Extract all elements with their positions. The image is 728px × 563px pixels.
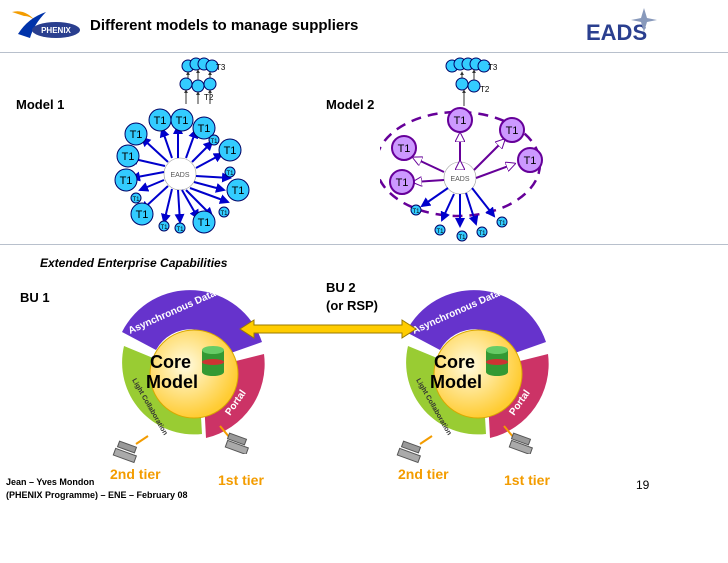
model1-t3-cluster: T3 T2 (179, 57, 226, 104)
section-title: Extended Enterprise Capabilities (40, 256, 228, 270)
bu2-tier1-label: 1st tier (504, 472, 550, 488)
bu2-label-line1: BU 2 (326, 280, 356, 295)
model1-node-label: T1 (120, 175, 133, 187)
model2-spokes-blue (420, 187, 496, 228)
page-number: 19 (636, 478, 650, 492)
model1-hub-label: EADS (170, 172, 189, 179)
bu2-capability-ring: Asynchronous Data Exchange Light Collabo… (406, 270, 549, 438)
bu1-database-icon (202, 346, 224, 376)
model1-node-label: T1 (154, 115, 167, 127)
model2-hub-label: EADS (450, 176, 469, 183)
model2-label: Model 2 (326, 97, 375, 112)
section-divider (0, 244, 728, 245)
model1-t2-label: T2 (204, 93, 214, 102)
model1-t1-nodes: T1 T1 T1 T1 T1 T1 T1 T1 T1 T1 T1 T1 T1 T… (114, 108, 250, 234)
eads-logo-text: EADS (586, 20, 647, 45)
phenix-logo-graphic: PHENIX (12, 11, 80, 38)
model2-t1-nodes: T1 T1 T1 T1 T1 T1 T1 T1 T1 T1 (389, 107, 543, 242)
model2-small-node-label: T1 (412, 209, 420, 215)
model1-small-node-label: T1 (132, 197, 140, 203)
bu1-tier1-machine-icon (219, 425, 250, 454)
model2-node-label: T1 (506, 125, 519, 137)
model1-small-node-label: T1 (160, 225, 168, 231)
bu2-tier2-machine-icon (396, 435, 433, 464)
model1-small-node-label: T1 (176, 227, 184, 233)
bu1-core-line2: Model (146, 372, 198, 392)
model2-node-label: T1 (396, 177, 409, 189)
bu1-tier2-label: 2nd tier (110, 466, 161, 482)
model1-diagram: T3 T2 EADS T1 T1 (114, 57, 250, 234)
model2-diagram: T3 T2 EADS T1 T1 T1 T1 T1 T1 (380, 57, 543, 242)
eads-logo: EADS (582, 6, 722, 52)
bu2-tier1-machine-icon (503, 425, 534, 454)
model2-small-node-label: T1 (478, 231, 486, 237)
bu2-ring-top-segment (406, 290, 546, 354)
page-title: Different models to manage suppliers (90, 17, 359, 34)
model1-t3-label: T3 (216, 63, 226, 72)
bu1-ring-top-segment (122, 290, 262, 354)
bu1-tier1-label: 1st tier (218, 472, 264, 488)
bu1-core-line1: Core (150, 352, 191, 372)
model1-node-label: T1 (130, 129, 143, 141)
model1-node-label: T1 (136, 209, 149, 221)
model1-small-node-label: T1 (220, 211, 228, 217)
model2-t2-label: T2 (480, 85, 490, 94)
model2-spokes-purple (414, 134, 514, 182)
model2-small-node-label: T1 (436, 229, 444, 235)
model2-node-label: T1 (398, 143, 411, 155)
phenix-logo-text: PHENIX (41, 26, 71, 35)
model2-node-label: T1 (454, 115, 467, 127)
model2-small-node-label: T1 (458, 235, 466, 241)
model1-node-label: T1 (224, 145, 237, 157)
model1-node-label: T1 (198, 123, 211, 135)
bu2-ring-right-segment (488, 354, 549, 438)
header-divider (0, 52, 728, 53)
bu2-label-line2: (or RSP) (326, 298, 378, 313)
footer-programme: (PHENIX Programme) – ENE – February 08 (6, 490, 188, 500)
model1-node-label: T1 (122, 151, 135, 163)
eads-logo-graphic: EADS (586, 8, 657, 45)
phenix-logo: PHENIX (4, 4, 84, 50)
model1-small-node-label: T1 (226, 171, 234, 177)
model1-node-label: T1 (176, 115, 189, 127)
bu2-core-line2: Model (430, 372, 482, 392)
bu1-ring-right-segment (204, 354, 265, 438)
bu1-label: BU 1 (20, 290, 50, 305)
eads-star-icon (631, 8, 657, 32)
model2-t3-label: T3 (488, 63, 498, 72)
model1-small-node-label: T1 (210, 139, 218, 145)
model1-label: Model 1 (16, 97, 65, 112)
model2-t3-cluster: T3 T2 (445, 57, 498, 106)
bu1-capability-ring: Asynchronous Data Exchange Light Collabo… (122, 270, 265, 438)
bu1-tier2-machine-icon (112, 435, 149, 464)
bu2-database-icon (486, 346, 508, 376)
bu-exchange-arrow (239, 319, 417, 339)
footer-author: Jean – Yves Mondon (6, 477, 95, 487)
model1-node-label: T1 (232, 185, 245, 197)
model1-node-label: T1 (198, 217, 211, 229)
model2-node-label: T1 (524, 155, 537, 167)
bu2-core-line1: Core (434, 352, 475, 372)
model2-small-node-label: T1 (498, 221, 506, 227)
bu2-tier2-label: 2nd tier (398, 466, 449, 482)
